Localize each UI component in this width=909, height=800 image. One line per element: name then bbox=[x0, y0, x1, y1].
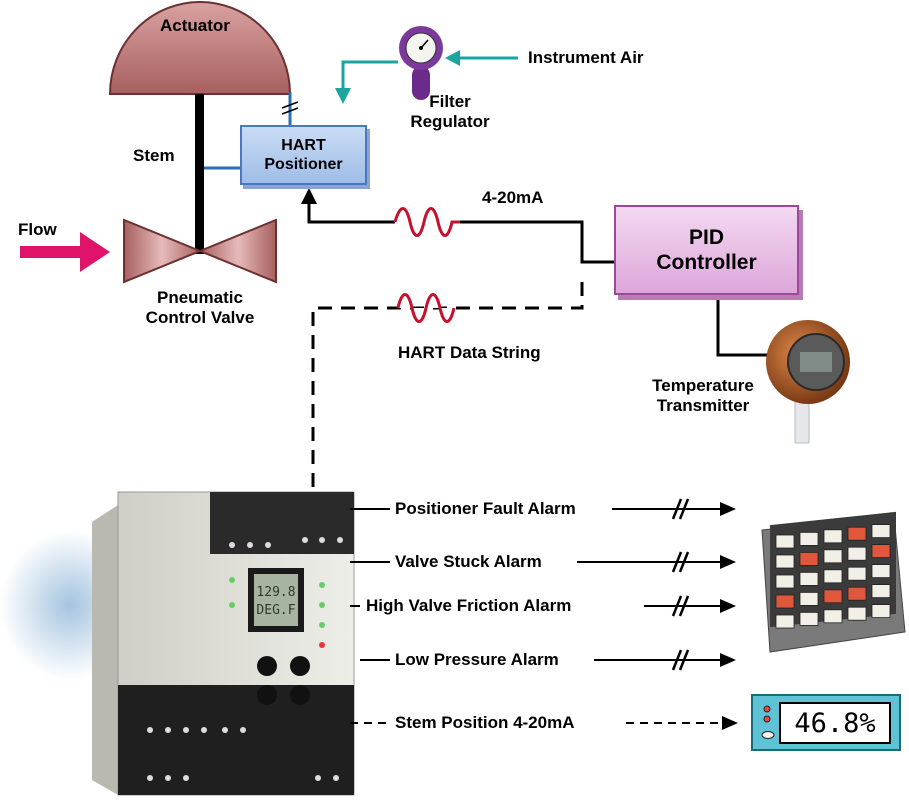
output-label-valve-stuck: Valve Stuck Alarm bbox=[395, 552, 542, 571]
signal-label: 4-20mA bbox=[482, 188, 544, 207]
alarm-panel-cell bbox=[847, 526, 867, 541]
valve-label-line2: Control Valve bbox=[145, 308, 255, 327]
pid-label-line1: PID bbox=[688, 226, 724, 249]
transmitter-label-line1: Temperature bbox=[652, 376, 754, 395]
actuator-label: Actuator bbox=[160, 16, 230, 35]
flow-arrow bbox=[20, 232, 110, 272]
alarm-panel-cell bbox=[847, 586, 867, 601]
actuator-dome bbox=[108, 1, 292, 95]
instrument-air-label: Instrument Air bbox=[528, 48, 644, 67]
signal-wave-icon bbox=[393, 207, 460, 237]
valve-label: Pneumatic Control Valve bbox=[130, 288, 270, 328]
output-label-stem-position: Stem Position 4-20mA bbox=[395, 713, 575, 732]
positioner-label-line1: HART bbox=[281, 137, 326, 154]
transmitter-label: Temperature Transmitter bbox=[628, 376, 778, 416]
valve-stem bbox=[195, 94, 204, 254]
hart-wave-icon bbox=[396, 293, 456, 323]
output-line-breaks bbox=[671, 498, 690, 671]
output-label-high-friction: High Valve Friction Alarm bbox=[366, 596, 572, 615]
alarm-panel-cell bbox=[871, 604, 891, 618]
module-lcd-line2: DEG.F bbox=[256, 603, 295, 618]
alarm-panel-cell bbox=[871, 524, 891, 538]
alarm-panel-cell bbox=[775, 594, 795, 609]
output-lines bbox=[350, 508, 722, 724]
positioner-label-line2: Positioner bbox=[264, 156, 343, 173]
alarm-panel-cell bbox=[775, 534, 795, 549]
transmitter-label-line2: Transmitter bbox=[656, 396, 750, 415]
module-lcd-line1: 129.8 bbox=[256, 585, 295, 600]
alarm-panel-cell bbox=[847, 566, 867, 581]
alarm-panel-cell bbox=[871, 584, 891, 598]
alarm-panel-cells bbox=[775, 524, 891, 629]
control-valve-body bbox=[123, 218, 277, 284]
alarm-panel-cell bbox=[799, 552, 819, 566]
loop-wire bbox=[307, 200, 614, 264]
alarm-panel-cell bbox=[823, 569, 843, 584]
hart-data-label: HART Data String bbox=[398, 343, 541, 362]
positioner-input-arrowhead bbox=[301, 188, 317, 204]
alarm-panel-cell bbox=[775, 554, 795, 569]
filter-regulator-icon bbox=[399, 26, 443, 100]
output-arrowheads bbox=[720, 502, 738, 730]
display-readout: 46.8% bbox=[794, 708, 875, 739]
alarm-panel-cell bbox=[823, 609, 843, 624]
alarm-panel-cell bbox=[799, 532, 819, 546]
alarm-panel-cell bbox=[871, 564, 891, 578]
regulator-to-positioner-arrow bbox=[335, 60, 398, 104]
alarm-panel-cell bbox=[799, 592, 819, 606]
alarm-panel-cell bbox=[847, 606, 867, 621]
filter-regulator-label-line1: Filter bbox=[429, 92, 471, 111]
output-label-low-pressure: Low Pressure Alarm bbox=[395, 650, 559, 669]
hart-positioner-box: HART Positioner bbox=[240, 125, 367, 185]
air-supply-arrow bbox=[445, 50, 518, 66]
filter-regulator-label-line2: Regulator bbox=[410, 112, 490, 131]
stem-label: Stem bbox=[133, 146, 175, 165]
alarm-panel-cell bbox=[799, 612, 819, 626]
digital-display-icon bbox=[751, 694, 901, 751]
alarm-panel-cell bbox=[823, 589, 843, 604]
temperature-transmitter-icon bbox=[766, 320, 850, 444]
flow-label: Flow bbox=[18, 220, 57, 239]
air-line-break bbox=[281, 101, 299, 115]
output-label-positioner-fault: Positioner Fault Alarm bbox=[395, 499, 576, 518]
pid-controller-box: PID Controller bbox=[614, 205, 799, 295]
hart-data-line bbox=[311, 282, 584, 505]
alarm-panel-cell bbox=[871, 544, 891, 558]
pid-label-line2: Controller bbox=[656, 251, 757, 274]
filter-regulator-label: Filter Regulator bbox=[400, 92, 500, 132]
hart-monitor-module bbox=[0, 491, 355, 796]
alarm-panel-cell bbox=[799, 572, 819, 586]
valve-label-line1: Pneumatic bbox=[157, 288, 243, 307]
alarm-panel-cell bbox=[775, 614, 795, 629]
alarm-panel-cell bbox=[775, 574, 795, 589]
alarm-panel-cell bbox=[823, 549, 843, 564]
transmitter-wire bbox=[716, 295, 785, 357]
alarm-panel-cell bbox=[847, 546, 867, 561]
alarm-panel-cell bbox=[823, 529, 843, 544]
